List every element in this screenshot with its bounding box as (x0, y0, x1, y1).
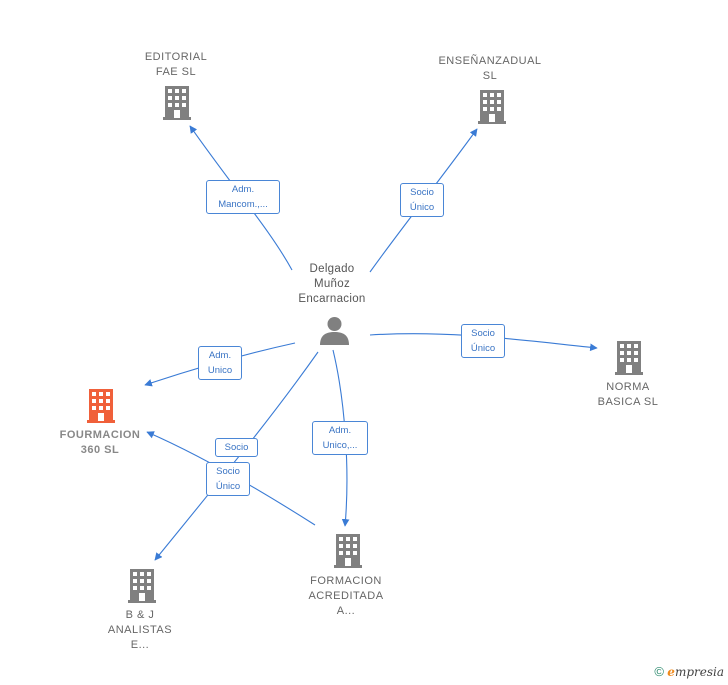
edge-label-editorial[interactable]: Adm. Mancom.,... (206, 180, 280, 214)
node-label-norma[interactable]: NORMA BASICA SL (597, 381, 659, 408)
node-label-editorial[interactable]: EDITORIAL FAE SL (144, 51, 208, 78)
edge-label-socio[interactable]: Socio (215, 438, 258, 457)
node-label-ensenanzadual[interactable]: ENSEÑANZADUAL SL (438, 55, 542, 82)
copyright-icon: © (654, 664, 664, 679)
building-icon (478, 90, 506, 124)
building-icon (163, 86, 191, 120)
building-icon-highlight (87, 389, 115, 423)
building-icon (615, 341, 643, 375)
edge-label-bj[interactable]: Socio Único (206, 462, 250, 496)
edge-label-norma[interactable]: Socio Único (461, 324, 505, 358)
building-icon (128, 569, 156, 603)
node-label-person[interactable]: Delgado Muñoz Encarnacion (298, 263, 366, 305)
brand-name: mpresia (674, 665, 724, 679)
node-label-formacion[interactable]: FORMACION ACREDITADA A... (308, 575, 384, 617)
brand-footer: © empresia (654, 664, 724, 679)
edge-label-formacion[interactable]: Adm. Unico,... (312, 421, 368, 455)
edge-label-fourmacion[interactable]: Adm. Unico (198, 346, 242, 380)
node-label-fourmacion[interactable]: FOURMACION 360 SL (59, 429, 141, 456)
node-label-bj[interactable]: B & J ANALISTAS E... (107, 609, 173, 651)
person-icon (320, 317, 349, 345)
brand-logo-e: e (667, 665, 675, 679)
edge-label-ensenanzadual[interactable]: Socio Único (400, 183, 444, 217)
building-icon (334, 534, 362, 568)
